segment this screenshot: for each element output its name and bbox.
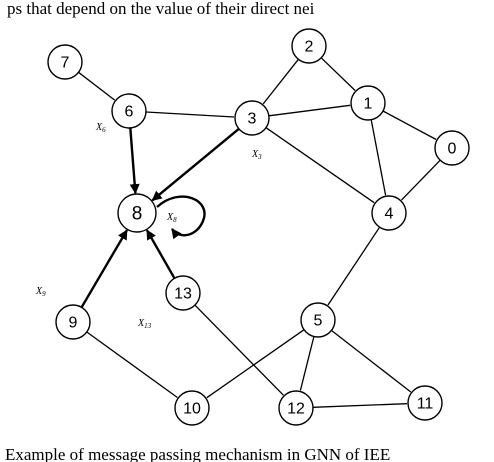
node-label: 0 — [448, 141, 457, 158]
edge-7-6 — [78, 71, 116, 101]
feature-label-x8: X8 — [166, 212, 177, 224]
node-label: 2 — [305, 39, 314, 56]
node-circle — [111, 93, 147, 129]
graph-node-10: 10 — [174, 390, 210, 426]
node-label: 13 — [174, 286, 192, 303]
header-text: ps that depend on the value of their dir… — [7, 0, 315, 18]
graph-node-7: 7 — [47, 44, 83, 80]
graph-node-9: 9 — [55, 304, 91, 340]
node-circle — [407, 385, 443, 421]
feature-label-x9: X9 — [35, 286, 46, 298]
edge-13-12 — [194, 304, 284, 396]
node-circle — [165, 275, 201, 311]
graph-node-1: 1 — [350, 85, 386, 121]
edge-1-4 — [370, 119, 387, 196]
graph-node-2: 2 — [291, 28, 327, 64]
graph-node-0: 0 — [434, 130, 470, 166]
feature-label-x6: X6 — [95, 122, 106, 134]
edge-6-3 — [145, 111, 235, 118]
node-circle — [350, 85, 386, 121]
edge-2-1 — [320, 57, 356, 91]
edge-9-10 — [86, 331, 178, 399]
node-label: 12 — [287, 401, 305, 418]
edge-3-1 — [268, 104, 351, 117]
node-label: 8 — [132, 204, 143, 225]
caption-text: Example of message passing mechanism in … — [5, 445, 390, 462]
edge-0-4 — [401, 159, 441, 201]
node-label: 11 — [417, 396, 434, 413]
node-label: 7 — [61, 55, 70, 72]
graph-node-11: 11 — [407, 385, 443, 421]
node-label: 1 — [364, 96, 373, 113]
node-label: 6 — [125, 104, 134, 121]
edge-3-4 — [265, 127, 375, 204]
node-circle — [291, 28, 327, 64]
edge-1-0 — [382, 110, 437, 141]
edge-5-12 — [299, 336, 315, 391]
graph-node-13: 13 — [165, 275, 201, 311]
node-circle — [174, 390, 210, 426]
node-label: 5 — [314, 313, 323, 330]
graph-node-6: 6 — [111, 93, 147, 129]
node-circle — [234, 100, 270, 136]
node-label: 9 — [69, 315, 78, 332]
graph-node-5: 5 — [300, 302, 336, 338]
graph-node-3: 3 — [234, 100, 270, 136]
node-label: 3 — [248, 111, 257, 128]
node-label: 10 — [183, 401, 201, 418]
graph-node-8: 8 — [117, 193, 157, 233]
message-edge-13-to-8 — [145, 229, 176, 279]
edges-layer — [78, 57, 441, 408]
graph-node-4: 4 — [371, 195, 407, 231]
node-label: 4 — [385, 206, 394, 223]
graph-node-12: 12 — [278, 390, 314, 426]
node-circle — [300, 302, 336, 338]
edge-4-5 — [327, 226, 381, 306]
node-circle — [371, 195, 407, 231]
edge-2-3 — [262, 58, 299, 105]
node-circle — [434, 130, 470, 166]
edge-12-11 — [312, 403, 408, 408]
self-loop-node-8 — [156, 195, 206, 240]
node-circle — [55, 304, 91, 340]
node-circle — [47, 44, 83, 80]
message-edge-3-to-8 — [151, 127, 240, 202]
edge-5-11 — [331, 329, 412, 393]
message-edge-6-to-8 — [129, 127, 140, 195]
node-circle — [117, 193, 157, 233]
node-circle — [278, 390, 314, 426]
feature-label-x13: X13 — [137, 318, 152, 330]
message-edge-9-to-8 — [80, 229, 128, 308]
edge-5-10 — [206, 329, 305, 399]
feature-label-x3: X3 — [251, 149, 262, 161]
